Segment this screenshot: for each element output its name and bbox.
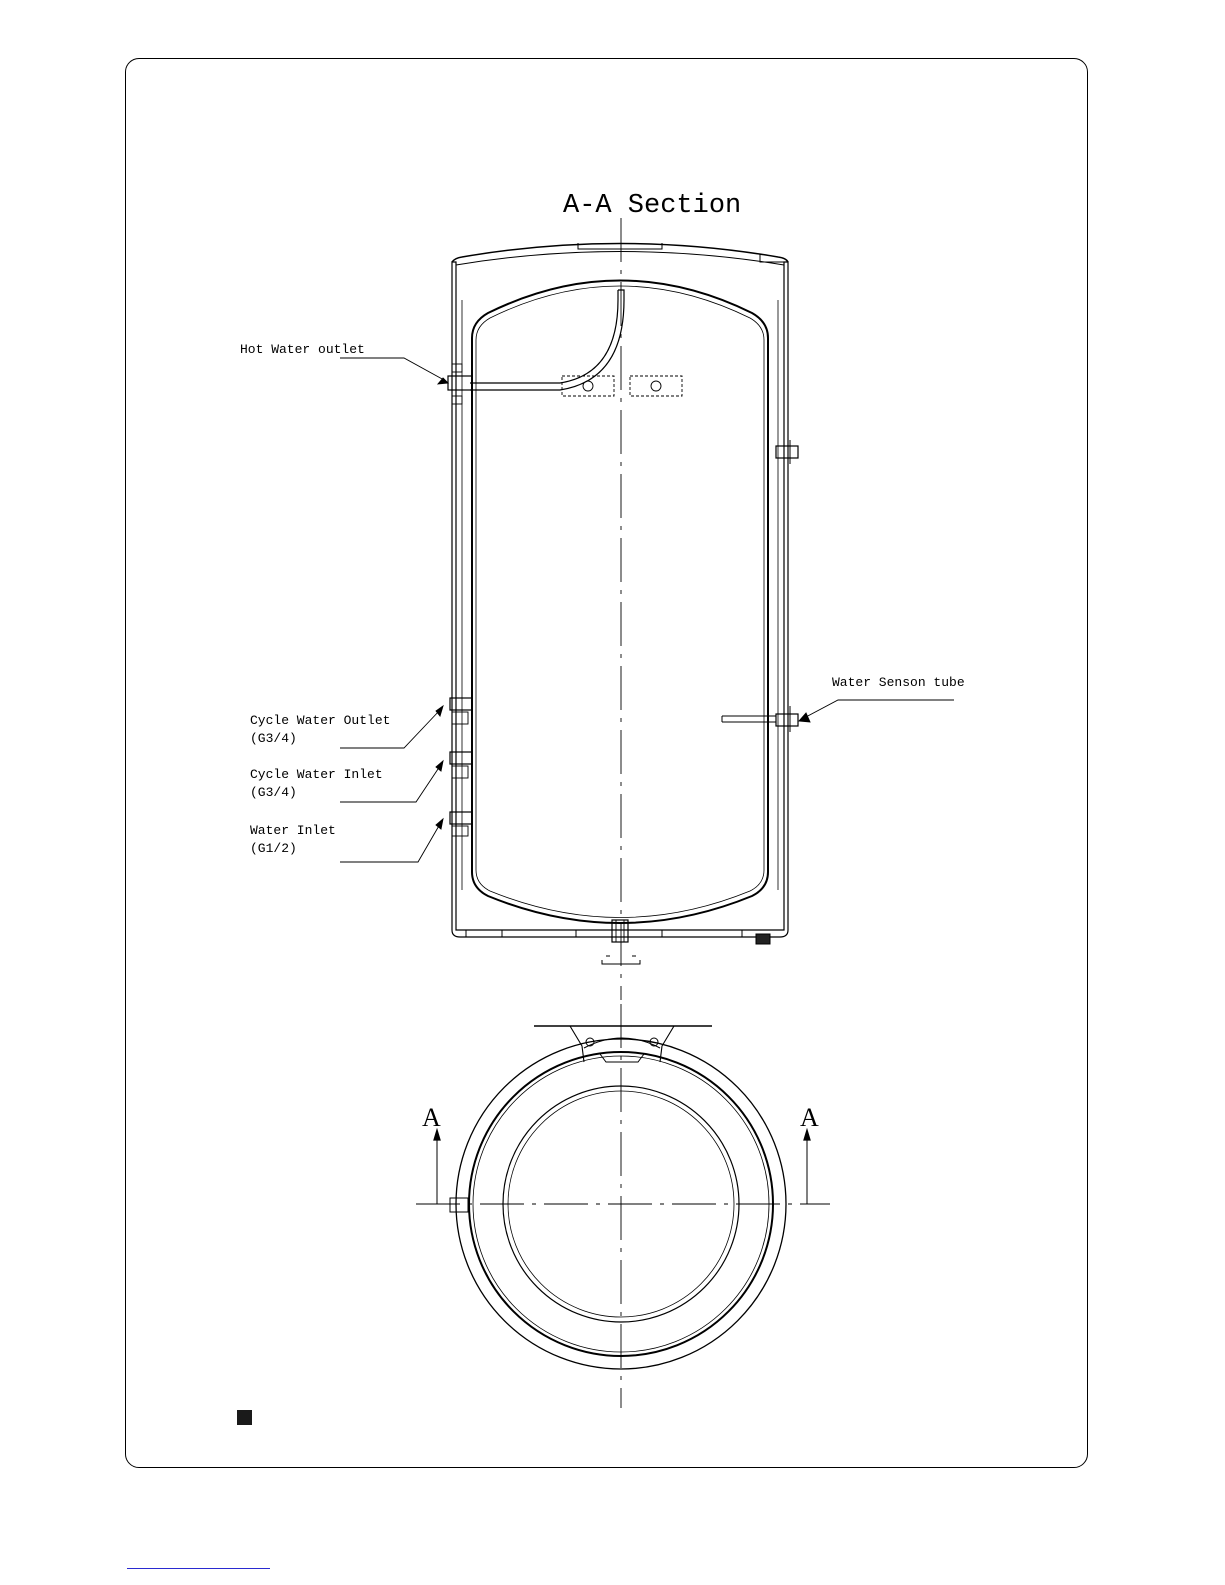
section-title: A-A Section bbox=[563, 191, 741, 221]
bottom-underline bbox=[127, 1568, 270, 1569]
label-water-inlet: Water Inlet bbox=[250, 823, 336, 838]
label-cycle-water-outlet: Cycle Water Outlet bbox=[250, 713, 390, 728]
tank-section-view bbox=[448, 218, 798, 1000]
label-water-inlet-size: (G1/2) bbox=[250, 841, 297, 856]
label-water-sensor-tube: Water Senson tube bbox=[832, 675, 965, 690]
label-cycle-water-inlet-size: (G3/4) bbox=[250, 785, 297, 800]
label-hot-water-outlet: Hot Water outlet bbox=[240, 342, 365, 357]
label-cycle-water-inlet: Cycle Water Inlet bbox=[250, 767, 383, 782]
label-cycle-water-outlet-size: (G3/4) bbox=[250, 731, 297, 746]
page-marker-square bbox=[237, 1410, 252, 1425]
section-mark-left: A bbox=[422, 1103, 441, 1132]
tank-plan-view bbox=[416, 1004, 830, 1408]
leader-lines bbox=[340, 358, 954, 862]
section-mark-right: A bbox=[800, 1103, 819, 1132]
